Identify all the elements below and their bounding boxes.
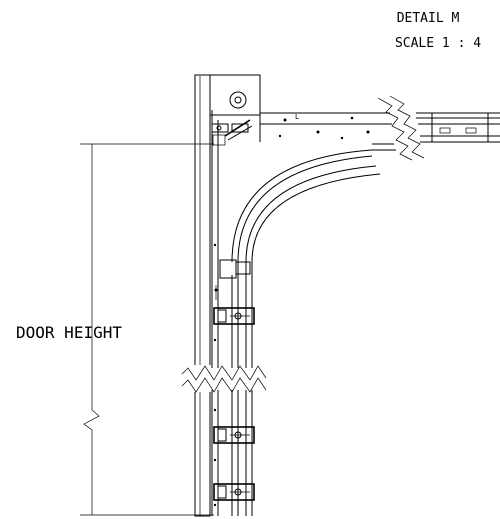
detail-scale: SCALE 1 : 4 xyxy=(395,36,481,51)
horizontal-break-line-2 xyxy=(389,95,425,159)
vertical-break-line-2 xyxy=(181,365,267,381)
dimension-label: DOOR HEIGHT xyxy=(16,323,122,342)
detail-title: DETAIL M xyxy=(397,11,460,26)
roller-hinge-3 xyxy=(213,483,255,501)
curved-track xyxy=(224,119,381,263)
horizontal-break-line xyxy=(377,97,413,161)
door-height-dimension: DOOR HEIGHT xyxy=(16,143,214,516)
roller-hinge-2 xyxy=(213,426,255,444)
track-bracket xyxy=(214,259,251,300)
vertical-break-line xyxy=(181,377,267,393)
horizontal-track: L xyxy=(259,112,396,151)
dimension-line xyxy=(83,144,100,515)
wall-jamb xyxy=(194,74,211,517)
svg-text:L: L xyxy=(295,113,299,121)
pulley-icon xyxy=(229,91,247,109)
roller-hinge-1 xyxy=(213,307,255,325)
horizontal-track-end xyxy=(416,112,500,143)
flag-bracket xyxy=(209,74,261,146)
